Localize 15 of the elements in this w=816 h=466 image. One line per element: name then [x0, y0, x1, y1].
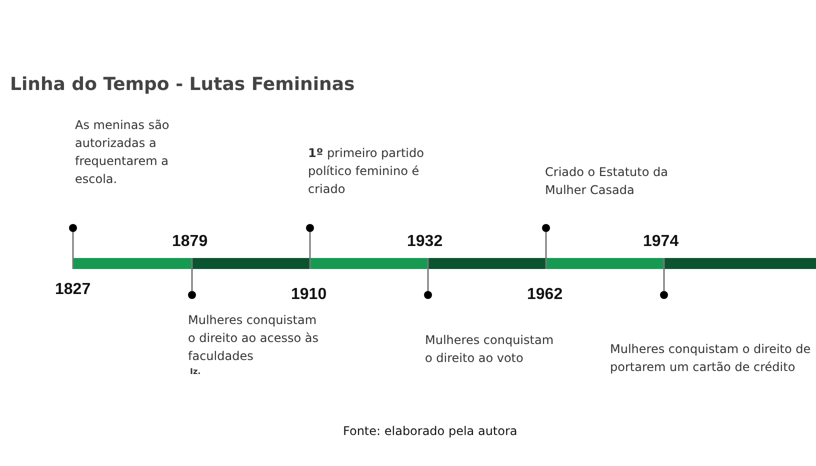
event-text: Mulheres conquistam o direito ao voto [425, 331, 560, 367]
timeline-title: Linha do Tempo - Lutas Femininas [10, 74, 355, 95]
event-text: 1º primeiro partido político feminino é criado [308, 144, 448, 198]
year-label: 1974 [643, 233, 679, 251]
note-text: Iz. [190, 367, 201, 377]
year-label: 1910 [291, 286, 327, 304]
year-label: 1879 [172, 233, 208, 251]
source-caption: Fonte: elaborado pela autora [343, 424, 518, 438]
event-text: As meninas são autorizadas a frequentarem a escola. [75, 116, 185, 188]
event-text: Criado o Estatuto da Mulher Casada [545, 163, 695, 199]
year-label: 1827 [55, 281, 91, 299]
event-text: Mulheres conquistam o direito ao acesso às faculdades [188, 311, 323, 365]
year-label: 1932 [407, 233, 443, 251]
event-text: Mulheres conquistam o direito de portarem um cartão de crédito [610, 340, 816, 376]
year-label: 1962 [527, 286, 563, 304]
